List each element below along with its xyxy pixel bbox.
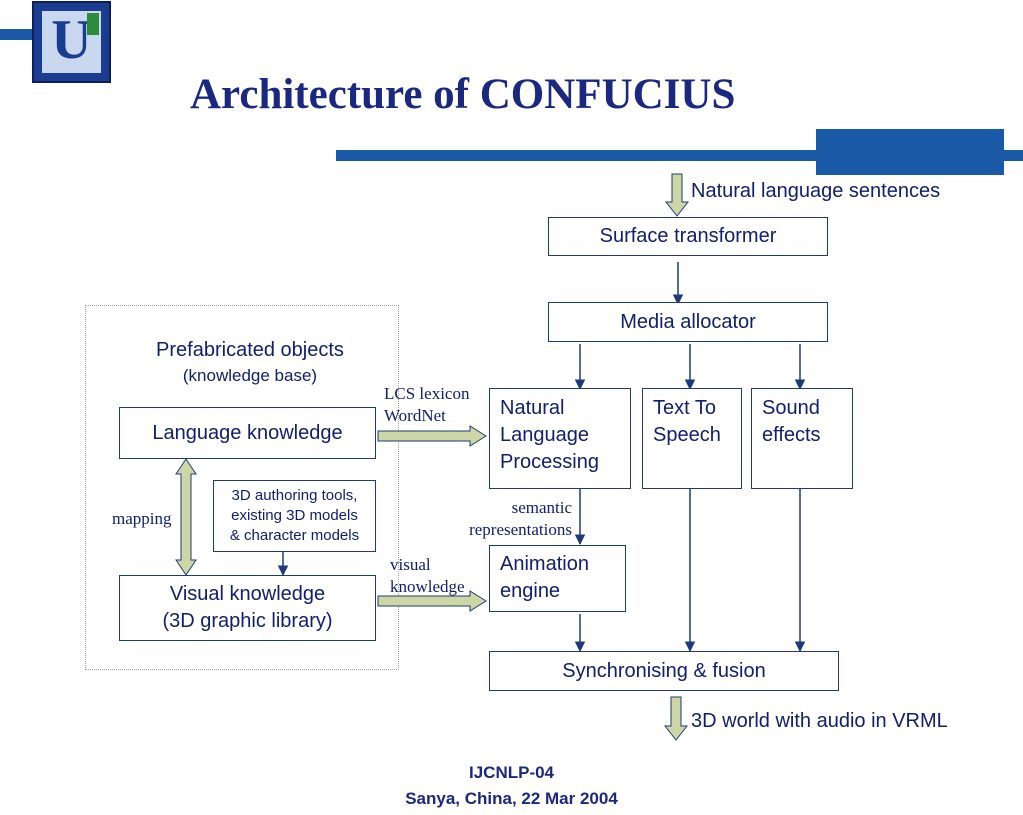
text-to-speech-box: Text To Speech [642, 388, 742, 489]
header-bar-left [0, 29, 38, 40]
output-label: 3D world with audio in VRML [691, 710, 948, 732]
header-block [816, 129, 1004, 175]
mapping-double-arrow [175, 458, 197, 576]
output-block-arrow [663, 696, 689, 741]
language-knowledge-box: Language knowledge [119, 407, 376, 459]
knowledge-base-container [85, 305, 399, 670]
page-title: Architecture of CONFUCIUS [190, 71, 736, 118]
kb-title: Prefabricated objects [156, 339, 344, 361]
nlp-box: Natural Language Processing [489, 388, 631, 489]
footer-location-date: Sanya, China, 22 Mar 2004 [405, 789, 618, 808]
kb-subtitle: (knowledge base) [182, 366, 318, 385]
university-logo: U [32, 1, 111, 83]
footer-conference: IJCNLP-04 [468, 763, 555, 782]
visual-knowledge-label: visual knowledge [390, 555, 465, 596]
lexicon-block-arrow [377, 425, 487, 447]
surface-transformer-box: Surface transformer [548, 217, 828, 256]
input-label: Natural language sentences [691, 180, 941, 202]
mapping-label: mapping [112, 509, 172, 528]
authoring-tools-box: 3D authoring tools, existing 3D models &… [213, 480, 376, 552]
sound-effects-box: Sound effects [751, 388, 853, 489]
semantic-representations-label: semantic representations [469, 498, 572, 539]
footer: IJCNLP-04 Sanya, China, 22 Mar 2004 [0, 760, 1023, 812]
lcs-wordnet-label: LCS lexicon WordNet [384, 384, 470, 425]
animation-engine-box: Animation engine [489, 545, 626, 612]
media-allocator-box: Media allocator [548, 302, 828, 342]
visual-knowledge-block-arrow [377, 590, 487, 612]
header-bar-right [336, 150, 1023, 161]
synchronising-fusion-box: Synchronising & fusion [489, 651, 839, 691]
visual-knowledge-box: Visual knowledge (3D graphic library) [119, 575, 376, 641]
logo-letter: U [51, 9, 92, 71]
input-block-arrow [664, 173, 690, 217]
